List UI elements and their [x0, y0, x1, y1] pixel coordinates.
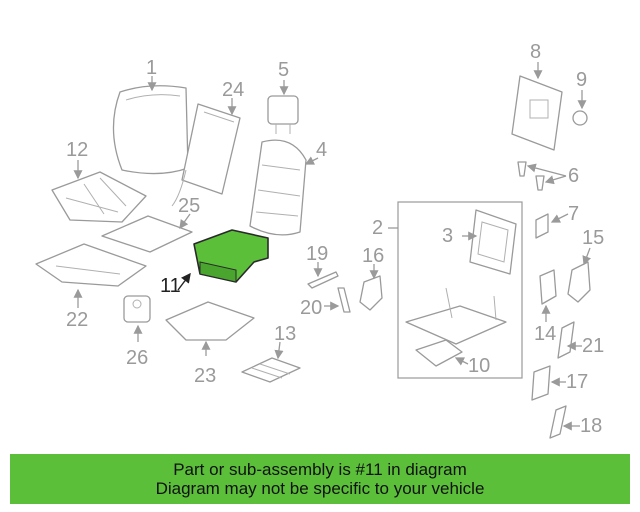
part-2-frame-assembly: 2 3 10 [372, 201, 523, 379]
banner-line-1: Part or sub-assembly is #11 in diagram [173, 460, 467, 479]
callout-2: 2 [372, 217, 383, 239]
banner-line-2: Diagram may not be specific to your vehi… [155, 479, 485, 498]
part-1-seat-back: 1 [112, 57, 189, 175]
part-22-lower-tray: 22 [35, 243, 147, 331]
callout-20: 20 [300, 297, 322, 319]
part-21-trim: 21 [557, 321, 604, 359]
callout-14: 14 [534, 323, 556, 345]
part-8-plate: 8 [511, 41, 563, 151]
callout-16: 16 [362, 245, 384, 267]
callout-11: 11 [160, 275, 181, 297]
callout-17: 17 [566, 371, 588, 393]
callout-9: 9 [576, 69, 587, 91]
callout-13: 13 [274, 323, 296, 345]
part-9-nut: 9 [572, 69, 588, 126]
part-17-cover: 17 [531, 365, 588, 401]
part-19-rod: 19 [306, 243, 339, 289]
part-4-back-cover: 4 [249, 139, 327, 236]
part-12-seat-cushion: 12 [51, 139, 147, 223]
callout-15: 15 [582, 227, 604, 249]
part-11-highlighted-cushion: 11 [160, 229, 269, 297]
part-5-headrest: 5 [267, 59, 299, 134]
info-banner: Part or sub-assembly is #11 in diagram D… [10, 454, 630, 504]
callout-23: 23 [194, 365, 216, 387]
part-25-seat-pan: 25 [101, 195, 200, 253]
callout-10: 10 [468, 355, 490, 377]
part-24-back-panel: 24 [171, 79, 244, 207]
callout-7: 7 [568, 203, 579, 225]
part-7-clip: 7 [535, 203, 579, 239]
callout-3: 3 [442, 225, 453, 247]
part-26-switch: 26 [123, 295, 151, 369]
callout-22: 22 [66, 309, 88, 331]
callout-19: 19 [306, 243, 328, 265]
parts-diagram: 1 24 5 4 12 25 22 [35, 41, 604, 439]
callout-26: 26 [126, 347, 148, 369]
callout-21: 21 [582, 335, 604, 357]
part-20-pin: 20 [300, 287, 351, 319]
part-15-bracket: 15 [567, 227, 604, 303]
callout-6: 6 [568, 165, 579, 187]
part-16-cover: 16 [359, 245, 384, 311]
callout-8: 8 [530, 41, 541, 63]
part-23-lower-cover: 23 [165, 301, 255, 387]
callout-1: 1 [146, 57, 157, 79]
part-18-strip: 18 [549, 405, 602, 439]
callout-18: 18 [580, 415, 602, 437]
part-13-mat: 13 [241, 323, 301, 383]
callout-4: 4 [316, 139, 327, 161]
callout-24: 24 [222, 79, 244, 101]
part-14-bracket: 14 [534, 269, 557, 345]
part-6-bolts: 6 [517, 161, 579, 191]
callout-12: 12 [66, 139, 88, 161]
callout-5: 5 [278, 59, 289, 81]
callout-25: 25 [178, 195, 200, 217]
